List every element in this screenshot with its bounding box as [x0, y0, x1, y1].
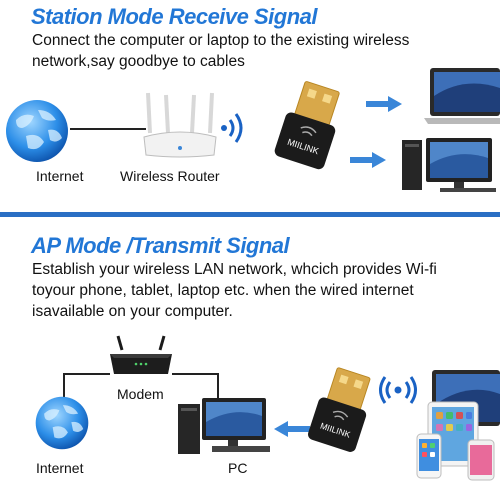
pc-label: PC	[228, 460, 248, 476]
station-description: Connect the computer or laptop to the ex…	[32, 30, 409, 72]
globe-icon	[6, 100, 68, 162]
arrow-right-icon	[366, 96, 402, 112]
router-label: Wireless Router	[120, 168, 220, 184]
station-description-line-2: network,say goodbye to cables	[32, 53, 245, 70]
station-description-line-1: Connect the computer or laptop to the ex…	[32, 32, 410, 49]
internet-label-ap: Internet	[36, 460, 84, 476]
modem-icon	[110, 335, 172, 374]
station-title: Station Mode Receive Signal	[31, 4, 318, 29]
laptop-icon	[424, 68, 500, 124]
internet-label-station: Internet	[36, 168, 84, 184]
phone-icon	[467, 439, 495, 481]
globe-icon	[35, 396, 89, 450]
usb-adapter-icon: MIILINK	[308, 367, 371, 452]
router-icon	[143, 92, 217, 158]
arrow-right-icon	[350, 152, 386, 168]
cable-line	[70, 128, 146, 130]
ap-description-line-3: isavailable on your computer.	[32, 303, 233, 320]
wifi-signal-icon	[379, 376, 417, 404]
section-divider	[0, 212, 500, 217]
arrow-left-icon	[274, 421, 310, 437]
wifi-signal-icon	[221, 113, 243, 143]
phone-icon	[416, 433, 442, 479]
ap-description-line-2: toyour phone, tablet, laptop etc. when t…	[32, 282, 414, 299]
desktop-pc-icon	[402, 138, 496, 192]
modem-label: Modem	[117, 386, 164, 402]
ap-description: Establish your wireless LAN network, whc…	[32, 259, 437, 322]
usb-adapter-icon: MIILINK	[274, 81, 340, 170]
ap-description-line-1: Establish your wireless LAN network, whc…	[32, 261, 437, 278]
ap-title: AP Mode /Transmit Signal	[31, 233, 290, 258]
desktop-pc-icon	[178, 398, 270, 454]
